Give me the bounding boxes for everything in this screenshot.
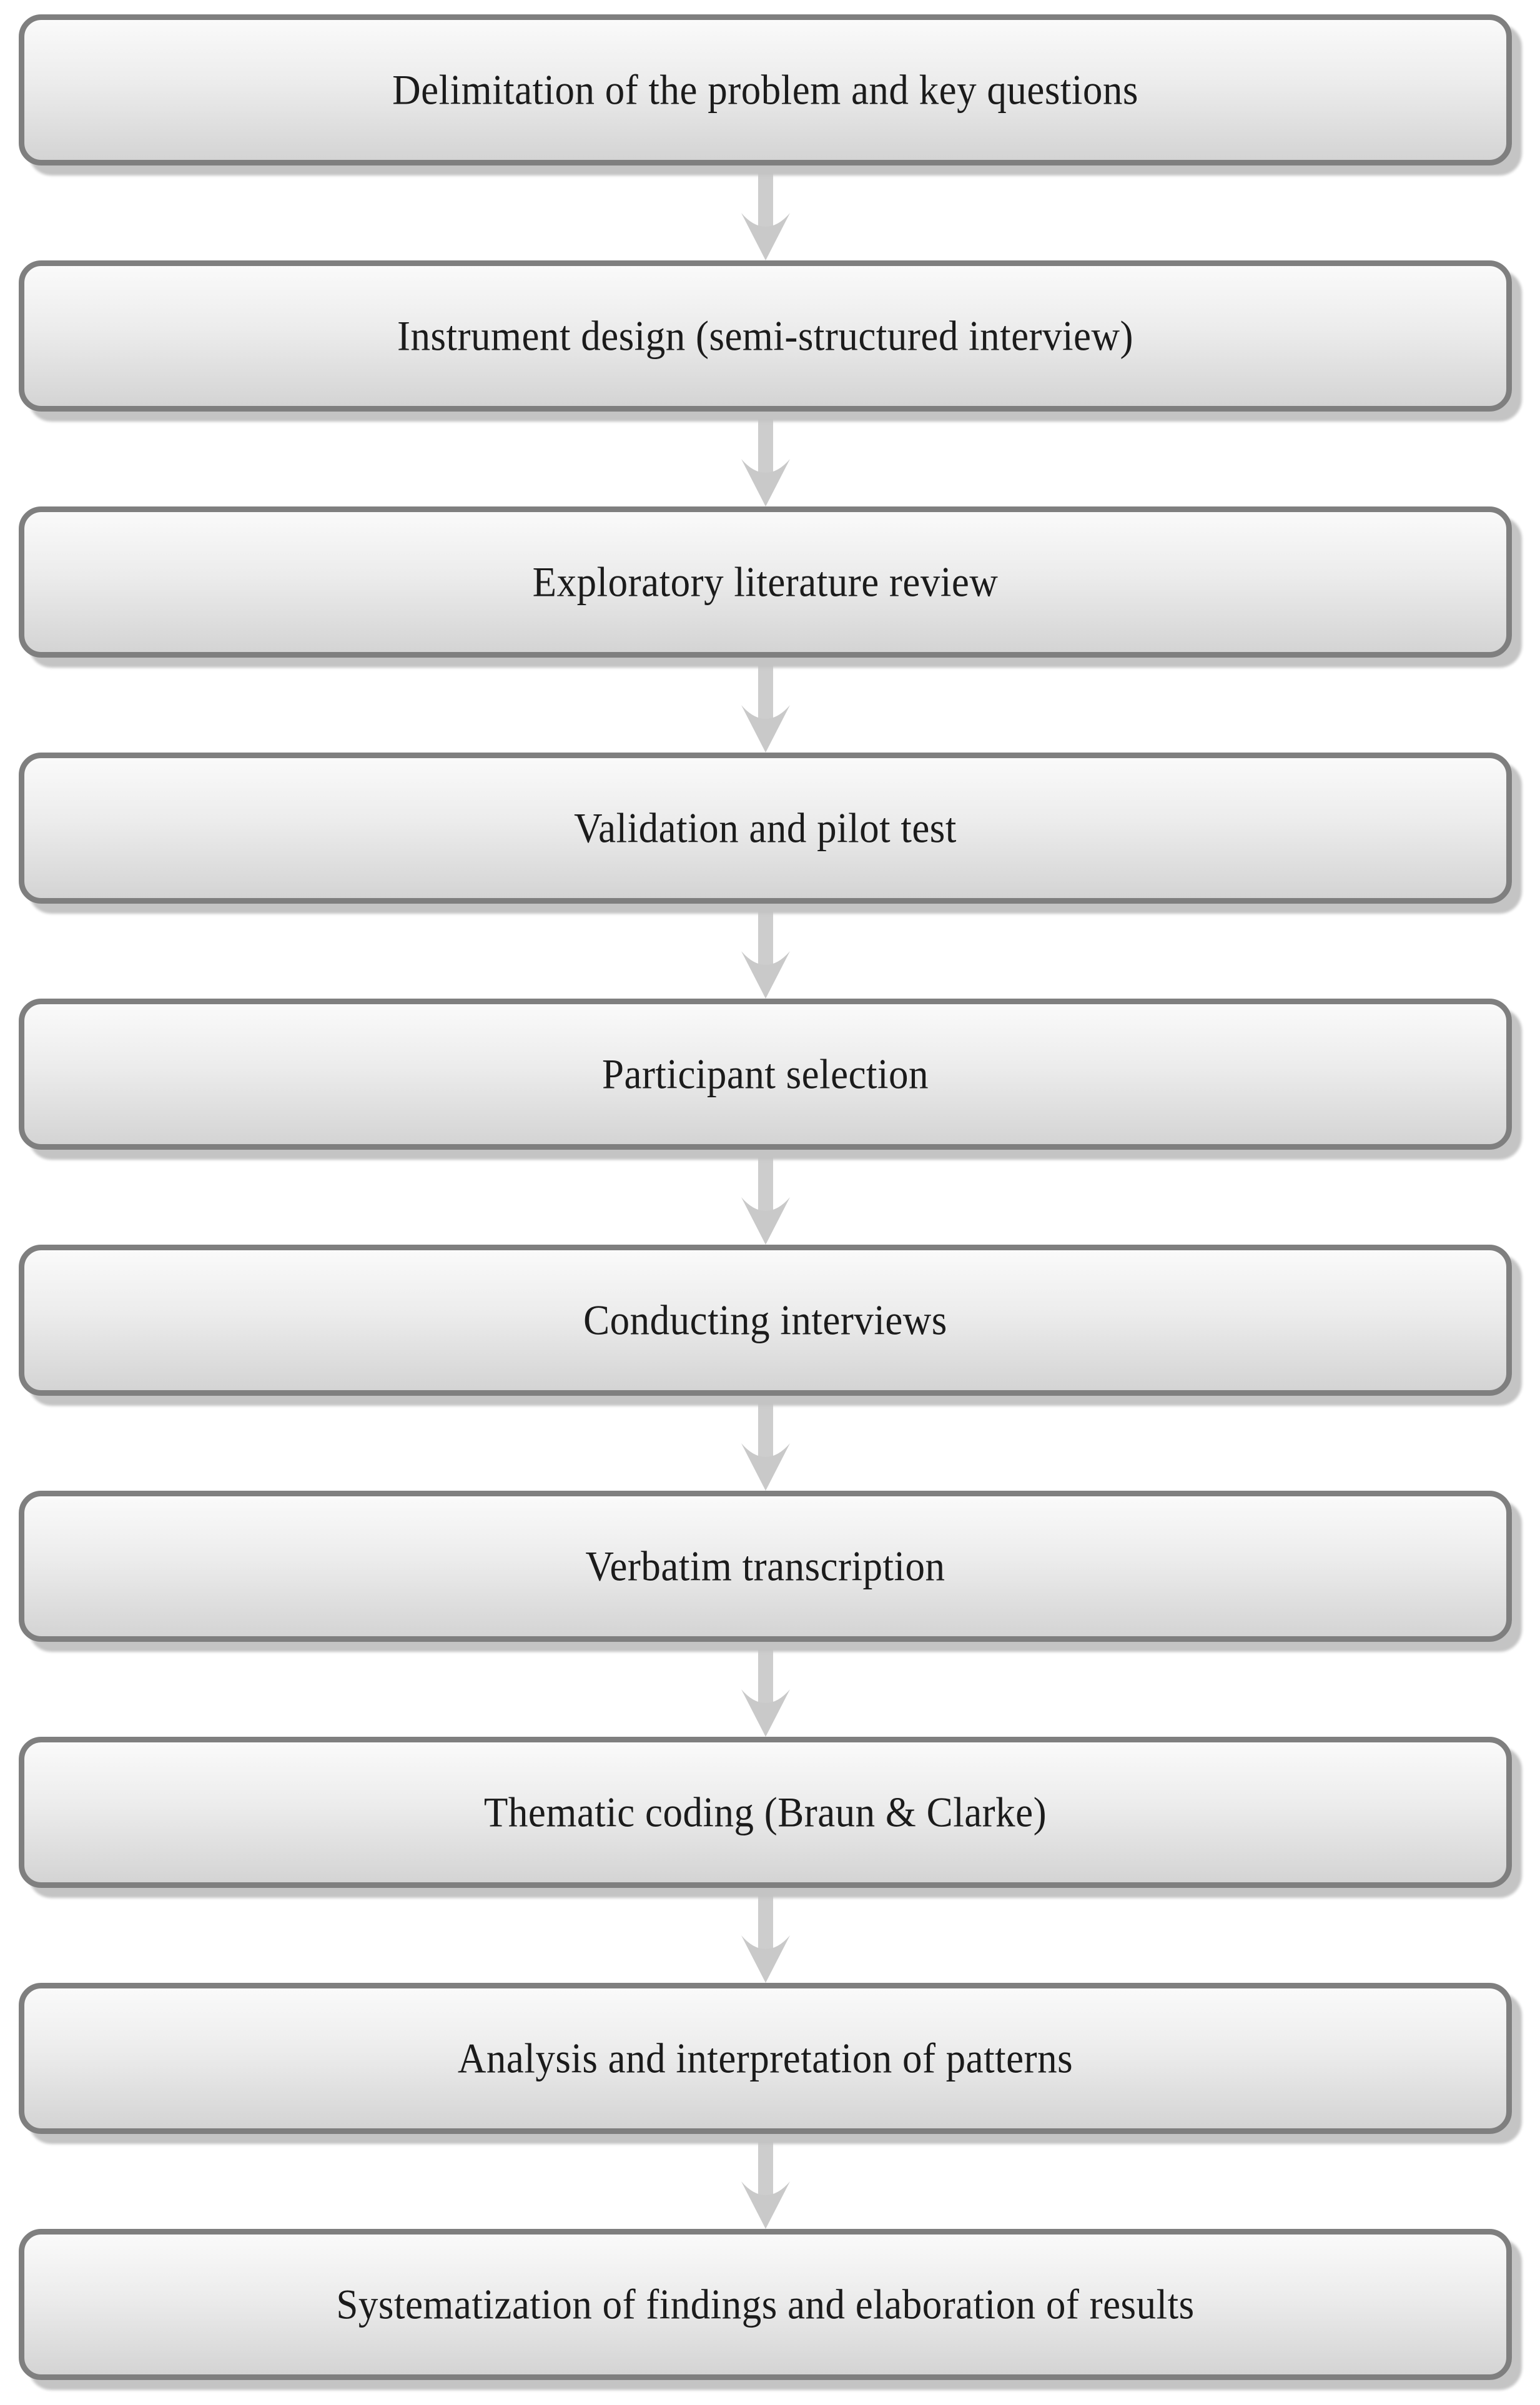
flow-step-6: Conducting interviews bbox=[19, 1245, 1512, 1396]
connector-9 bbox=[19, 2134, 1512, 2229]
down-arrow-icon bbox=[741, 1888, 790, 1983]
flow-step-3: Exploratory literature review bbox=[19, 506, 1512, 658]
down-arrow-icon bbox=[741, 658, 790, 753]
connector-7 bbox=[19, 1642, 1512, 1737]
flow-step-2: Instrument design (semi-structured inter… bbox=[19, 260, 1512, 412]
flow-step-4: Validation and pilot test bbox=[19, 753, 1512, 904]
connector-2 bbox=[19, 412, 1512, 506]
flow-step-3-label: Exploratory literature review bbox=[532, 558, 999, 606]
flow-step-7: Verbatim transcription bbox=[19, 1491, 1512, 1642]
flow-step-4-label: Validation and pilot test bbox=[574, 804, 957, 852]
flow-step-6-label: Conducting interviews bbox=[583, 1296, 947, 1344]
connector-3 bbox=[19, 658, 1512, 753]
connector-8 bbox=[19, 1888, 1512, 1983]
down-arrow-icon bbox=[741, 904, 790, 999]
connector-1 bbox=[19, 165, 1512, 260]
flow-step-9-label: Analysis and interpretation of patterns bbox=[457, 2034, 1074, 2082]
connector-6 bbox=[19, 1396, 1512, 1491]
flow-step-1: Delimitation of the problem and key ques… bbox=[19, 14, 1512, 165]
down-arrow-icon bbox=[741, 412, 790, 506]
flow-step-5-label: Participant selection bbox=[601, 1050, 929, 1098]
down-arrow-icon bbox=[741, 2134, 790, 2229]
connector-4 bbox=[19, 904, 1512, 999]
flow-step-8-label: Thematic coding (Braun & Clarke) bbox=[483, 1788, 1047, 1836]
down-arrow-icon bbox=[741, 165, 790, 260]
flow-step-10: Systematization of findings and elaborat… bbox=[19, 2229, 1512, 2380]
down-arrow-icon bbox=[741, 1642, 790, 1737]
flow-step-5: Participant selection bbox=[19, 999, 1512, 1150]
flow-step-9: Analysis and interpretation of patterns bbox=[19, 1983, 1512, 2134]
flow-step-10-label: Systematization of findings and elaborat… bbox=[336, 2280, 1195, 2328]
flow-step-2-label: Instrument design (semi-structured inter… bbox=[397, 312, 1133, 360]
down-arrow-icon bbox=[741, 1150, 790, 1245]
down-arrow-icon bbox=[741, 1396, 790, 1491]
connector-5 bbox=[19, 1150, 1512, 1245]
flow-step-8: Thematic coding (Braun & Clarke) bbox=[19, 1737, 1512, 1888]
flow-step-1-label: Delimitation of the problem and key ques… bbox=[392, 66, 1138, 114]
flow-step-7-label: Verbatim transcription bbox=[585, 1542, 945, 1590]
